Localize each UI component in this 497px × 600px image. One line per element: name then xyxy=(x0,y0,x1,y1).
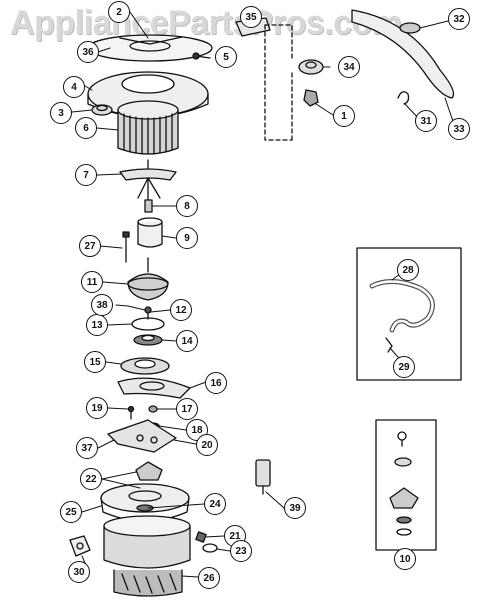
leader-lines xyxy=(71,11,461,578)
part-33-spray-arm xyxy=(351,9,455,99)
part-16-assembly xyxy=(117,377,191,399)
part-8-screw xyxy=(144,199,153,213)
callout-25: 25 xyxy=(60,501,82,523)
part-14-seal xyxy=(133,334,163,346)
part-34-hub xyxy=(298,59,324,75)
callout-35: 35 xyxy=(240,6,262,28)
callout-2: 2 xyxy=(108,1,130,23)
callout-39: 39 xyxy=(284,497,306,519)
part-15-housing xyxy=(120,357,170,375)
part-5-screw xyxy=(192,52,211,60)
callout-20: 20 xyxy=(196,434,218,456)
part-35-bracket xyxy=(235,17,293,141)
callout-5: 5 xyxy=(215,46,237,68)
part-21-clip xyxy=(195,531,207,543)
part-13-ring xyxy=(131,317,165,331)
callout-32: 32 xyxy=(448,8,470,30)
callout-24: 24 xyxy=(204,493,226,515)
part-11-motor-top xyxy=(127,257,169,301)
callout-30: 30 xyxy=(68,561,90,583)
part-6-impeller xyxy=(117,100,179,155)
part-10-kit-box xyxy=(375,419,437,551)
callout-10: 10 xyxy=(394,548,416,570)
callout-26: 26 xyxy=(198,567,220,589)
part-39-sensor xyxy=(255,459,271,495)
part-26-motor xyxy=(103,515,191,597)
callout-22: 22 xyxy=(80,468,102,490)
part-19-screw xyxy=(127,405,135,420)
part-1-nut xyxy=(303,89,319,107)
callout-17: 17 xyxy=(176,398,198,420)
callout-12: 12 xyxy=(170,299,192,321)
callout-13: 13 xyxy=(86,314,108,336)
callout-4: 4 xyxy=(63,76,85,98)
callout-36: 36 xyxy=(77,41,99,63)
callout-15: 15 xyxy=(84,351,106,373)
part-30-gasket xyxy=(69,535,91,557)
part-25-sump xyxy=(100,483,190,522)
part-9-cup xyxy=(137,217,163,248)
part-22-impeller xyxy=(135,461,163,481)
callout-19: 19 xyxy=(86,397,108,419)
callout-23: 23 xyxy=(230,540,252,562)
callout-1: 1 xyxy=(333,105,355,127)
callout-9: 9 xyxy=(176,227,198,249)
part-31-clip xyxy=(397,91,410,105)
part-23-ring xyxy=(202,543,218,553)
callout-31: 31 xyxy=(415,110,437,132)
callout-38: 38 xyxy=(91,294,113,316)
callout-3: 3 xyxy=(50,102,72,124)
callout-14: 14 xyxy=(176,330,198,352)
callout-28: 28 xyxy=(397,259,419,281)
callout-6: 6 xyxy=(75,117,97,139)
part-12-bolt xyxy=(144,306,152,320)
part-20-plate xyxy=(107,419,177,453)
callout-37: 37 xyxy=(76,437,98,459)
part-27-bolt xyxy=(122,231,130,263)
part-7-diverter xyxy=(119,159,177,201)
callout-7: 7 xyxy=(75,164,97,186)
callout-33: 33 xyxy=(448,118,470,140)
callout-27: 27 xyxy=(79,235,101,257)
callout-34: 34 xyxy=(338,56,360,78)
part-3-seal xyxy=(91,104,113,116)
callout-8: 8 xyxy=(176,195,198,217)
part-2-plate xyxy=(87,34,213,62)
watermark: AppliancePartsPros.com xyxy=(10,4,402,42)
part-4-housing xyxy=(87,71,209,118)
part-17-spring xyxy=(148,405,158,413)
callout-11: 11 xyxy=(81,271,103,293)
callout-16: 16 xyxy=(205,372,227,394)
hose-box xyxy=(356,247,462,381)
callout-29: 29 xyxy=(393,356,415,378)
